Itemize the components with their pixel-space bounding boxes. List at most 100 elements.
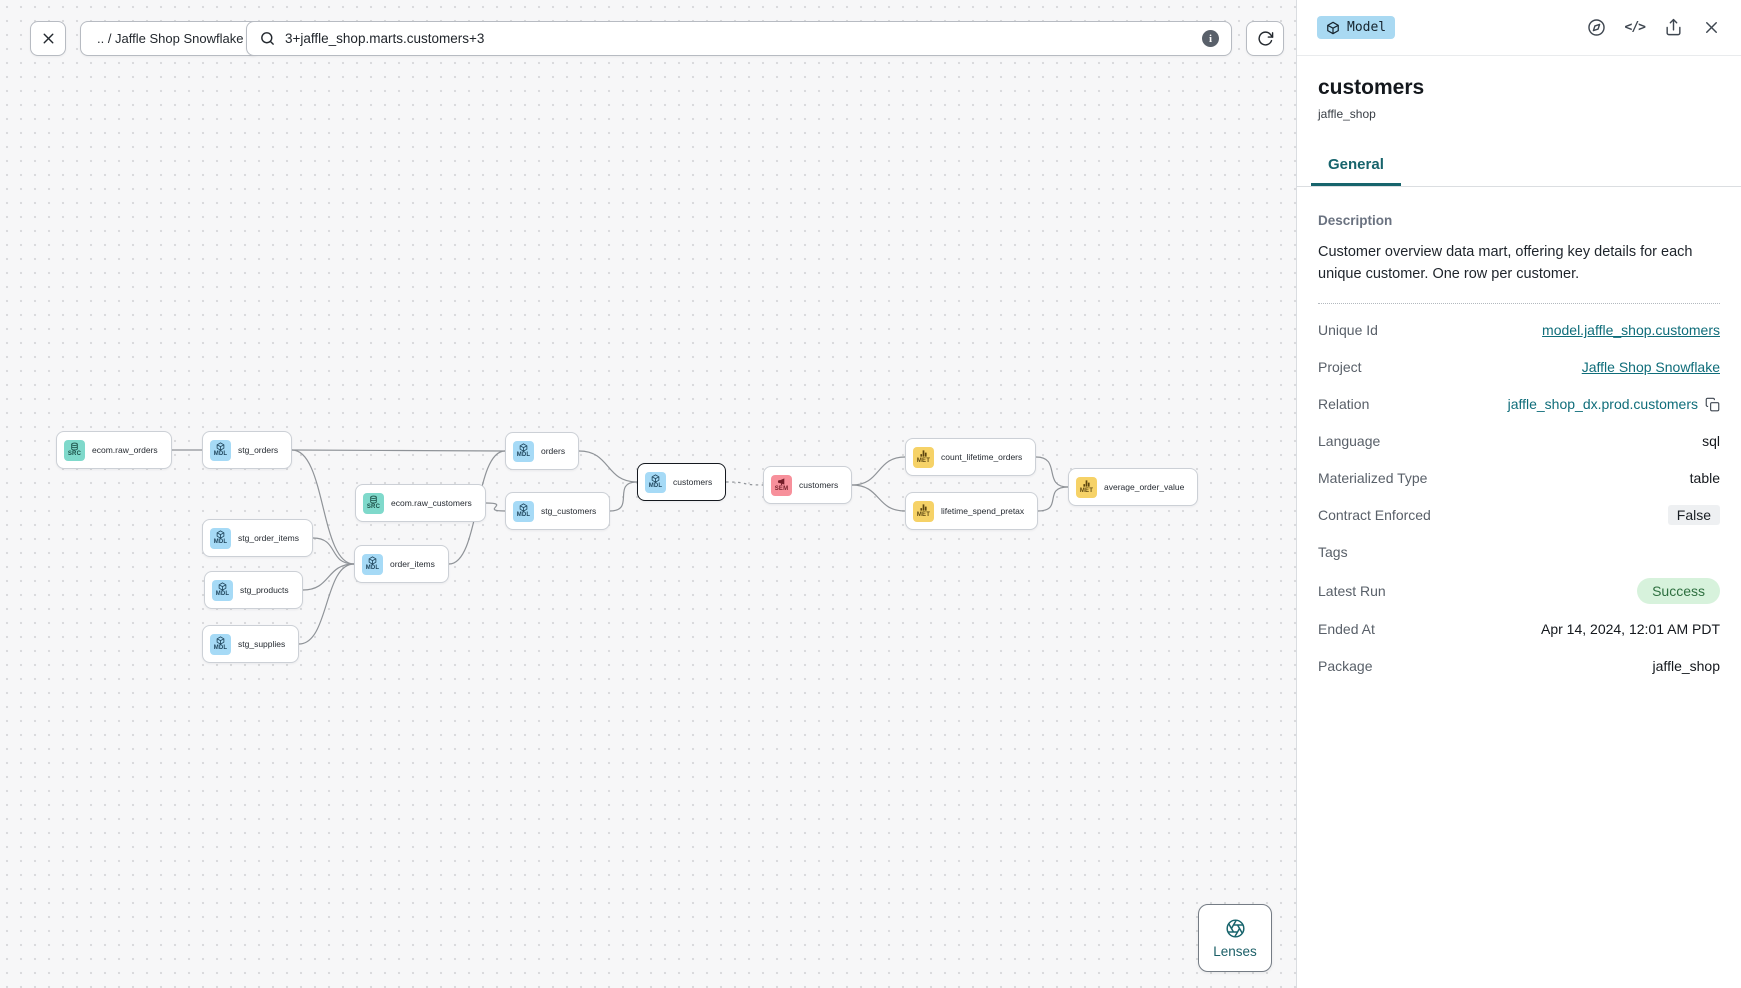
node-type-label: SEM <box>774 486 789 493</box>
edge <box>851 456 906 486</box>
share-button[interactable] <box>1664 18 1683 37</box>
cube-icon: MDL <box>645 471 666 493</box>
field-label: Latest Run <box>1318 582 1386 599</box>
model-type-badge: Model <box>1317 16 1396 39</box>
field-row-contract-enforced: Contract Enforced False <box>1318 504 1720 527</box>
field-label: Package <box>1318 658 1373 675</box>
breadcrumb[interactable]: .. / Jaffle Shop Snowflake <box>80 21 261 56</box>
info-icon[interactable]: i <box>1202 30 1219 47</box>
node-label: customers <box>799 480 839 490</box>
node-type-label: MDL <box>365 565 380 572</box>
bar-chart-icon: MET <box>913 446 934 468</box>
search-icon <box>261 32 274 45</box>
code-icon: </> <box>1624 20 1647 35</box>
field-row-latest-run: Latest Run Success <box>1318 577 1720 604</box>
graph-node-customers-sem[interactable]: SEM customers <box>763 466 853 504</box>
node-label: count_lifetime_orders <box>941 452 1023 462</box>
close-icon <box>1706 22 1717 33</box>
node-label: customers <box>673 477 713 487</box>
cube-icon: MDL <box>362 553 383 575</box>
field-label: Project <box>1318 359 1362 376</box>
megaphone-icon: SEM <box>771 474 792 496</box>
field-row-relation: Relation jaffle_shop_dx.prod.customers <box>1318 393 1720 416</box>
close-lineage-button[interactable] <box>30 21 66 56</box>
node-type-label: MDL <box>516 452 531 459</box>
edge <box>1035 456 1069 488</box>
search-input[interactable] <box>285 31 1193 46</box>
copy-icon <box>1705 397 1720 412</box>
graph-node-stg_customers-mdl[interactable]: MDL stg_customers <box>505 492 611 530</box>
project-value[interactable]: Jaffle Shop Snowflake <box>1581 359 1720 376</box>
field-label: Materialized Type <box>1318 470 1428 487</box>
lenses-button[interactable]: Lenses <box>1198 904 1272 972</box>
resource-title: customers <box>1318 76 1425 99</box>
relation-value[interactable]: jaffle_shop_dx.prod.customers <box>1507 396 1698 413</box>
node-label: orders <box>541 446 566 456</box>
breadcrumb-label: .. / Jaffle Shop Snowflake <box>97 31 244 46</box>
refresh-lineage-button[interactable] <box>1246 21 1284 56</box>
field-row-tags: Tags <box>1318 541 1720 564</box>
description-label: Description <box>1318 213 1393 228</box>
edge <box>485 502 506 512</box>
resource-subtitle: jaffle_shop <box>1318 107 1376 121</box>
tab-general[interactable]: General <box>1311 147 1401 186</box>
field-label: Contract Enforced <box>1318 507 1431 524</box>
graph-node-count_lifetime_orders-met[interactable]: MET count_lifetime_orders <box>905 438 1037 476</box>
graph-node-customers-mdl[interactable]: MDL customers <box>637 463 727 501</box>
field-label: Ended At <box>1318 621 1375 638</box>
field-row-unique-id: Unique Id model.jaffle_shop.customers <box>1318 319 1720 342</box>
edge <box>312 537 355 565</box>
tab-bar: General <box>1297 147 1741 187</box>
node-label: stg_products <box>240 585 289 595</box>
unique-id-value[interactable]: model.jaffle_shop.customers <box>1542 322 1720 339</box>
close-icon <box>43 33 53 44</box>
node-label: stg_customers <box>541 506 597 516</box>
panel-content: Description Customer overview data mart,… <box>1297 187 1741 692</box>
panel-close-button[interactable] <box>1702 18 1721 37</box>
copy-button[interactable] <box>1705 397 1720 412</box>
field-label: Language <box>1318 433 1381 450</box>
cube-icon: MDL <box>210 633 231 655</box>
edge <box>578 450 638 483</box>
edge <box>1037 486 1069 512</box>
node-type-label: MDL <box>516 512 531 519</box>
node-type-label: MET <box>1079 488 1094 495</box>
bar-chart-icon: MET <box>913 500 934 522</box>
compass-icon <box>1587 19 1605 36</box>
node-label: stg_orders <box>238 445 279 455</box>
bar-chart-icon: MET <box>1076 476 1097 498</box>
ended-at-value: Apr 14, 2024, 12:01 AM PDT <box>1541 621 1720 638</box>
aperture-icon <box>1225 918 1245 938</box>
lineage-search[interactable]: i <box>246 21 1232 56</box>
field-label: Relation <box>1318 396 1370 413</box>
node-type-label: MET <box>916 512 931 519</box>
explore-lineage-button[interactable] <box>1587 18 1606 37</box>
panel-actions: </> <box>1587 18 1721 37</box>
panel-title-block: customers jaffle_shop <box>1297 56 1741 121</box>
materialized-type-value: table <box>1689 470 1720 487</box>
field-label: Tags <box>1318 544 1348 561</box>
field-label: Unique Id <box>1318 322 1378 339</box>
edge <box>291 449 506 452</box>
contract-enforced-badge: False <box>1667 505 1720 526</box>
cube-icon: MDL <box>513 500 534 522</box>
refresh-icon <box>1257 31 1273 46</box>
view-code-button[interactable]: </> <box>1624 20 1647 35</box>
graph-node-orders-mdl[interactable]: MDL orders <box>505 432 580 470</box>
node-type-label: MDL <box>648 483 663 490</box>
cube-icon: MDL <box>513 440 534 462</box>
panel-header: Model </> <box>1297 0 1741 56</box>
cube-icon: MDL <box>210 527 231 549</box>
latest-run-badge[interactable]: Success <box>1637 577 1720 604</box>
